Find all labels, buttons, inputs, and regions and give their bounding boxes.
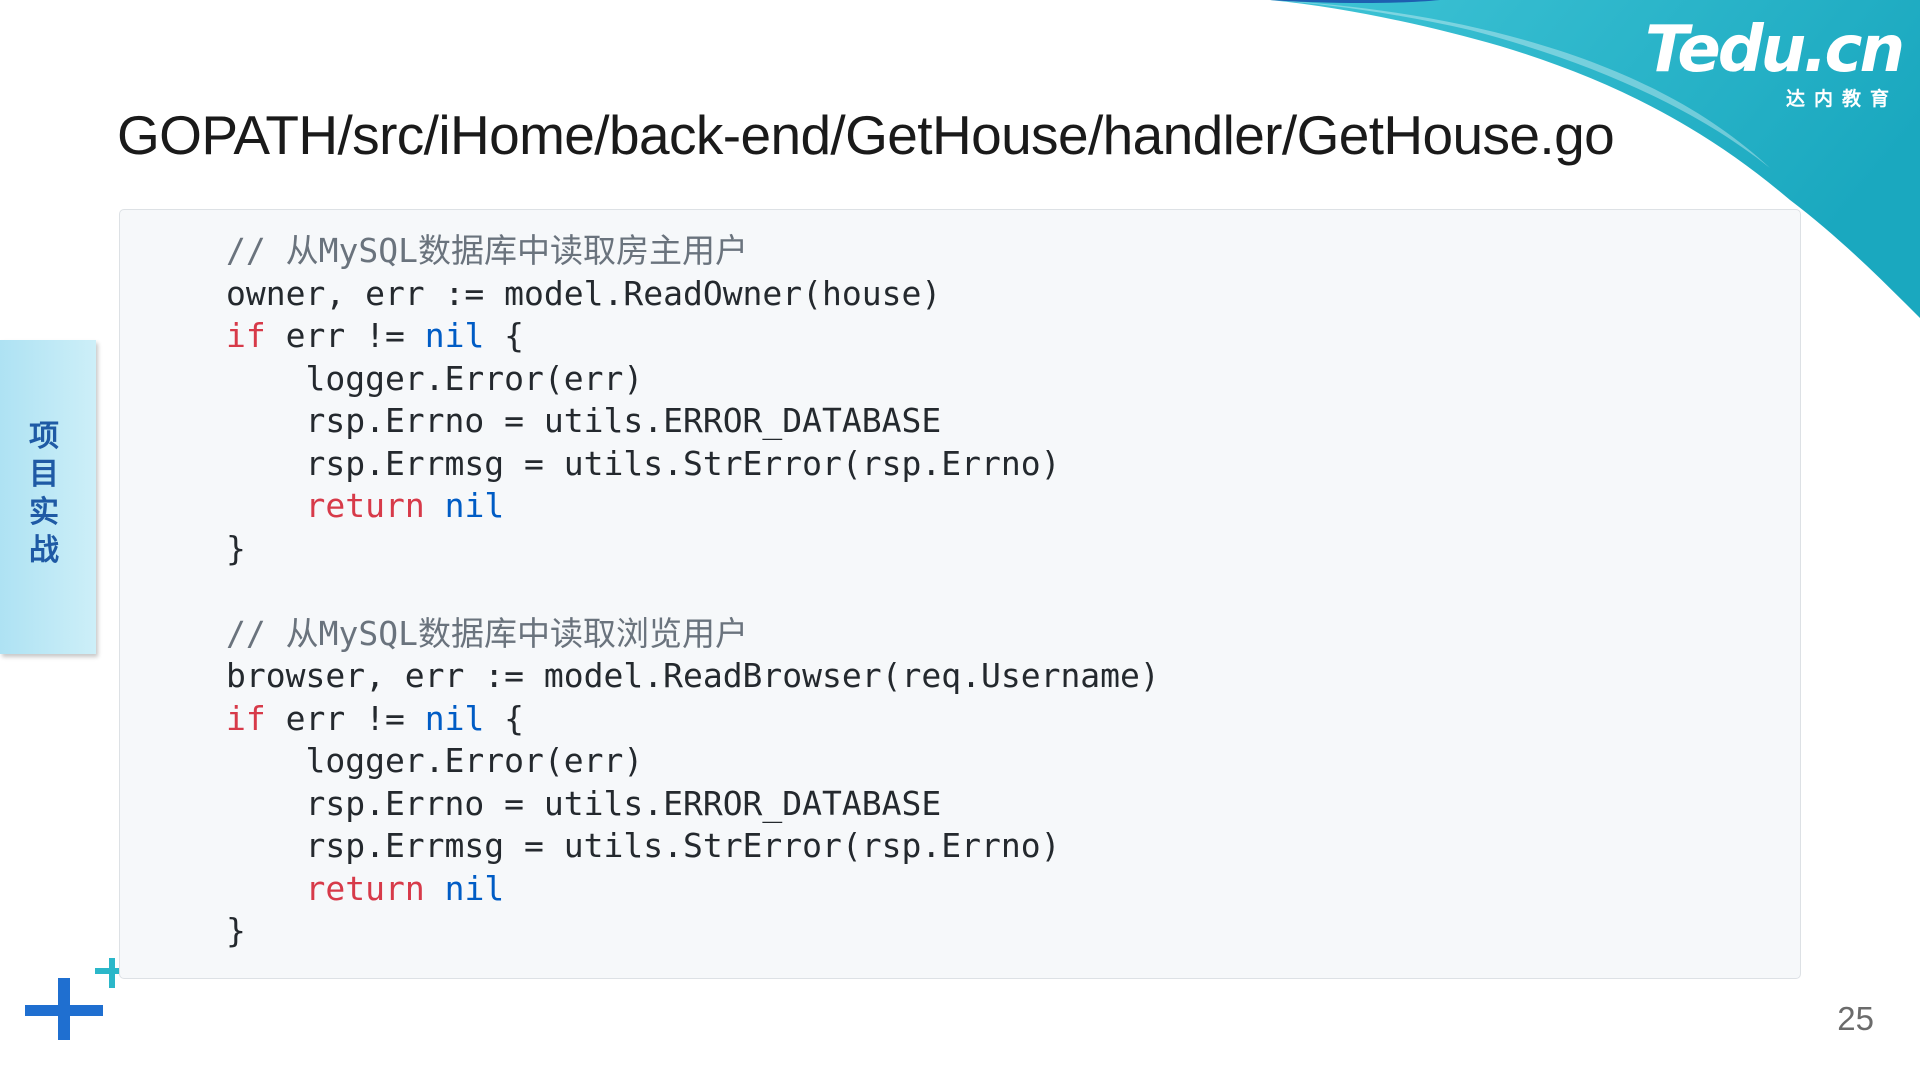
code-token: rsp.Errno = utils.ERROR_DATABASE: [226, 401, 942, 440]
code-token: rsp.Errmsg = utils.StrError(rsp.Errno): [226, 826, 1061, 865]
code-line: if err != nil {: [226, 698, 1160, 741]
code-token: nil: [424, 316, 485, 355]
code-token: return: [305, 486, 425, 525]
code-token: rsp.Errmsg = utils.StrError(rsp.Errno): [226, 443, 1061, 483]
page-number: 25: [1837, 1000, 1874, 1037]
code-token: }: [226, 911, 246, 950]
code-token: if: [226, 316, 266, 355]
code-token: err !=: [265, 698, 425, 738]
code-line: [226, 570, 1160, 613]
code-line: rsp.Errno = utils.ERROR_DATABASE: [226, 783, 1160, 826]
code-token: [226, 486, 305, 525]
code-token: browser, err := model.ReadBrowser(req.Us…: [226, 656, 1160, 695]
code-line: rsp.Errno = utils.ERROR_DATABASE: [226, 400, 1160, 443]
code-line: browser, err := model.ReadBrowser(req.Us…: [226, 655, 1160, 698]
code-line: if err != nil {: [226, 315, 1160, 358]
code-line: logger.Error(err): [226, 358, 1160, 401]
code-token: // 从MySQL数据库中读取房主用户: [226, 231, 748, 270]
code-line: logger.Error(err): [226, 740, 1160, 783]
code-line: owner, err := model.ReadOwner(house): [226, 273, 1160, 316]
code-token: [425, 486, 445, 525]
code-token: nil: [424, 698, 485, 738]
plus-icon: [25, 958, 119, 1040]
side-section-tab: 项 目 实 战: [0, 340, 96, 654]
code-token: [226, 869, 305, 908]
code-token: rsp.Errno = utils.ERROR_DATABASE: [226, 783, 942, 823]
code-token: nil: [444, 868, 505, 908]
code-line: // 从MySQL数据库中读取浏览用户: [226, 613, 1160, 656]
code-token: logger.Error(err): [226, 358, 644, 398]
code-line: }: [226, 528, 1160, 571]
code-token: err !=: [265, 316, 425, 355]
logo-subtitle: 达内教育: [1785, 88, 1898, 110]
code-line: }: [226, 910, 1160, 953]
code-token: logger.Error(err): [226, 741, 644, 780]
code-line: rsp.Errmsg = utils.StrError(rsp.Errno): [226, 443, 1160, 486]
code-token: {: [484, 316, 525, 355]
code-token: owner, err := model.ReadOwner(house): [226, 273, 942, 313]
code-token: }: [226, 528, 246, 568]
corner-swoosh: [1270, 0, 1920, 318]
code-token: nil: [444, 486, 505, 525]
code-line: rsp.Errmsg = utils.StrError(rsp.Errno): [226, 825, 1160, 868]
logo-wordmark: Tedu.cn: [1645, 13, 1905, 87]
code-token: return: [305, 868, 425, 908]
code-token: {: [484, 698, 525, 738]
side-section-label: 项 目 实 战: [29, 419, 59, 568]
slide-title: GOPATH/src/iHome/back-end/GetHouse/handl…: [117, 104, 1615, 166]
code-token: // 从MySQL数据库中读取浏览用户: [226, 613, 748, 653]
brand-logo: Tedu.cn 达内教育: [1632, 13, 1905, 111]
code-line: return nil: [226, 485, 1160, 528]
code-line: // 从MySQL数据库中读取房主用户: [226, 230, 1160, 273]
code-token: [425, 869, 445, 908]
code-token: if: [226, 698, 266, 738]
code-line: return nil: [226, 868, 1160, 911]
